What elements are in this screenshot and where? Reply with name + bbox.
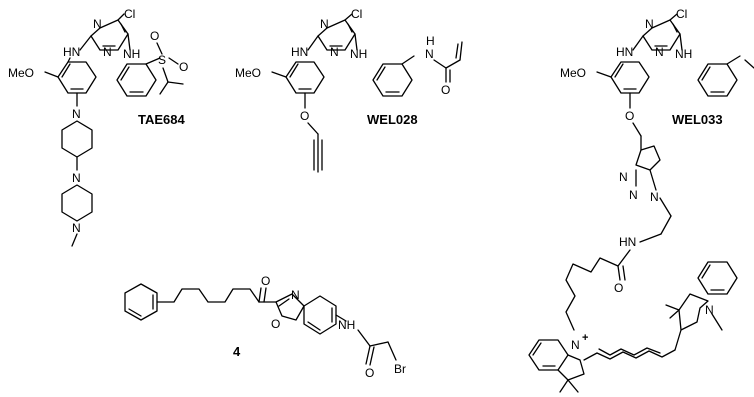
indoline-benzo-ring — [697, 261, 738, 295]
atom-n: N — [103, 45, 112, 59]
oxazole-ring — [275, 293, 305, 321]
atom-n: N — [645, 17, 654, 31]
atom-n: N — [571, 338, 580, 352]
cation-charge: + — [582, 332, 588, 344]
compound-wel028: Cl N N HN NH MeO O H N O WEL028 — [235, 7, 463, 173]
atom-nh: NH — [123, 47, 140, 61]
atom-n: N — [655, 45, 664, 59]
atom-nh: NH — [350, 47, 367, 61]
atom-o: O — [300, 109, 309, 123]
atom-hn: HN — [619, 235, 636, 249]
atom-o: O — [150, 29, 159, 43]
atom-n: N — [72, 171, 81, 185]
atom-o: O — [261, 274, 270, 288]
atom-hn: HN — [616, 45, 633, 59]
compound-tae684: Cl N N HN NH MeO N N N S O O — [8, 7, 188, 247]
aryl-ring-right — [116, 63, 157, 97]
atom-n: N — [330, 45, 339, 59]
piperazine-ring — [61, 184, 93, 222]
alkyl-chain — [565, 257, 619, 331]
aryl-ring-right — [697, 63, 738, 97]
polymethine-double-bonds — [598, 347, 661, 356]
compound-label: WEL028 — [367, 112, 418, 127]
indoline-five-ring — [674, 293, 709, 351]
indolium-five-ring — [557, 354, 585, 381]
atom-n: N — [705, 303, 714, 317]
atom-n: N — [650, 190, 659, 204]
compound-wel033: Cl N N HN NH MeO O WEL033 N N N HN — [528, 7, 754, 393]
atom-cl: Cl — [351, 7, 362, 21]
atom-n: N — [425, 47, 434, 61]
triazole-ring — [635, 145, 661, 171]
atom-nh: NH — [675, 47, 692, 61]
aryl-ring-right — [372, 63, 413, 97]
phenyl-ring — [124, 283, 158, 321]
atom-br: Br — [394, 362, 406, 376]
atom-nh: NH — [338, 318, 355, 332]
atom-cl: Cl — [124, 7, 135, 21]
piperidine-ring — [61, 120, 93, 158]
alkyl-chain — [156, 288, 260, 303]
atom-o: O — [179, 60, 188, 74]
compound-label: WEL033 — [672, 112, 723, 127]
atom-n: N — [72, 107, 81, 121]
atom-n: N — [93, 17, 102, 31]
atom-n: N — [619, 170, 628, 184]
atom-ome: MeO — [8, 66, 34, 80]
atom-ome: MeO — [235, 66, 261, 80]
atom-hn: HN — [63, 45, 80, 59]
atom-o: O — [441, 83, 450, 97]
compound-label: TAE684 — [138, 112, 185, 127]
atom-h: H — [426, 34, 435, 48]
polymethine-chain — [583, 349, 676, 361]
atom-o: O — [365, 366, 374, 380]
atom-n: N — [320, 17, 329, 31]
atom-cl: Cl — [676, 7, 687, 21]
atom-hn: HN — [291, 45, 308, 59]
atom-o: O — [625, 109, 634, 123]
atom-ome: MeO — [560, 66, 586, 80]
atom-n: N — [291, 288, 300, 302]
atom-o: O — [271, 317, 280, 331]
atom-o: O — [614, 281, 623, 295]
atom-s: S — [158, 53, 166, 67]
compound-label: 4 — [233, 344, 241, 359]
atom-n: N — [72, 221, 81, 235]
atom-n: N — [629, 188, 638, 202]
benzo-ring — [303, 295, 337, 335]
compound-4: O N O NH O Br 4 — [124, 274, 406, 380]
